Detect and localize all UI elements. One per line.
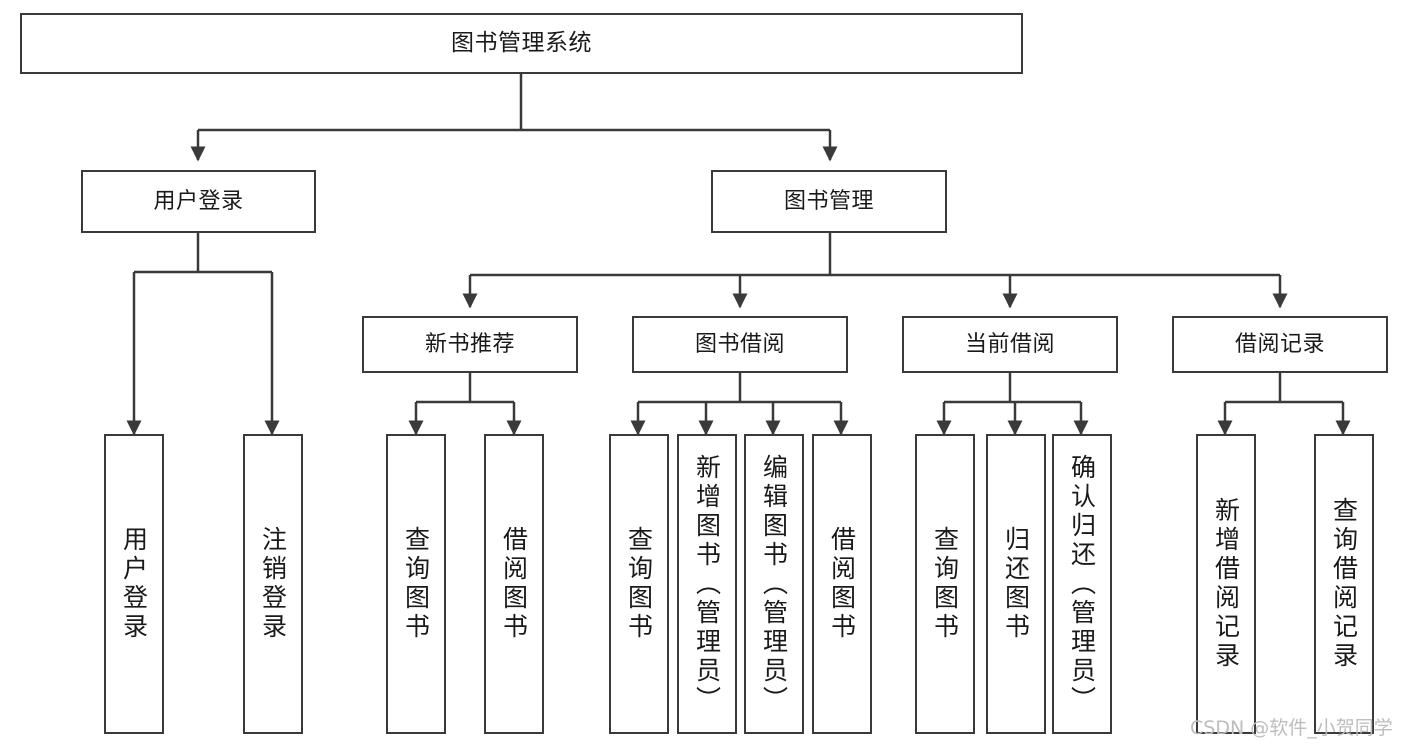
leaf-confirm-return[interactable]: 确认归还（管理员） <box>1052 434 1112 734</box>
node-label: 图书管理系统 <box>451 29 592 56</box>
leaf-query-borrow-record[interactable]: 查询借阅记录 <box>1314 434 1374 734</box>
leaf-add-borrow-record[interactable]: 新增借阅记录 <box>1196 434 1256 734</box>
node-label: 当前借阅 <box>964 331 1055 357</box>
node-label: 注销登录 <box>258 526 288 642</box>
node-label: 新书推荐 <box>424 331 515 357</box>
node-label: 用户登录 <box>119 526 149 642</box>
node-book-borrow[interactable]: 图书借阅 <box>632 316 848 373</box>
node-new-book-recommend[interactable]: 新书推荐 <box>362 316 578 373</box>
leaf-add-book[interactable]: 新增图书（管理员） <box>677 434 737 734</box>
node-label: 图书管理 <box>783 188 874 214</box>
node-label: 图书借阅 <box>694 331 785 357</box>
leaf-query-book-recommend[interactable]: 查询图书 <box>386 434 446 734</box>
node-label: 编辑图书（管理员） <box>759 453 789 715</box>
node-current-borrow[interactable]: 当前借阅 <box>902 316 1118 373</box>
node-borrow-record[interactable]: 借阅记录 <box>1172 316 1388 373</box>
node-label: 查询图书 <box>401 526 431 642</box>
leaf-borrow-book-recommend[interactable]: 借阅图书 <box>484 434 544 734</box>
node-label: 新增借阅记录 <box>1211 497 1241 671</box>
node-label: 查询借阅记录 <box>1329 497 1359 671</box>
leaf-query-book-borrow[interactable]: 查询图书 <box>609 434 669 734</box>
leaf-query-book-current[interactable]: 查询图书 <box>915 434 975 734</box>
node-label: 借阅图书 <box>827 526 857 642</box>
node-label: 借阅记录 <box>1234 331 1325 357</box>
node-book-manage[interactable]: 图书管理 <box>711 170 947 233</box>
node-label: 查询图书 <box>930 526 960 642</box>
node-root-book-management-system[interactable]: 图书管理系统 <box>20 13 1023 74</box>
leaf-edit-book[interactable]: 编辑图书（管理员） <box>744 434 804 734</box>
node-label: 归还图书 <box>1001 526 1031 642</box>
leaf-user-login[interactable]: 用户登录 <box>104 434 164 734</box>
node-label: 用户登录 <box>153 188 244 214</box>
leaf-borrow-book[interactable]: 借阅图书 <box>812 434 872 734</box>
node-label: 确认归还（管理员） <box>1067 453 1097 715</box>
leaf-return-book[interactable]: 归还图书 <box>986 434 1046 734</box>
node-label: 新增图书（管理员） <box>692 453 722 715</box>
node-label: 借阅图书 <box>499 526 529 642</box>
node-user-login[interactable]: 用户登录 <box>81 170 316 233</box>
leaf-logout-login[interactable]: 注销登录 <box>243 434 303 734</box>
node-label: 查询图书 <box>624 526 654 642</box>
